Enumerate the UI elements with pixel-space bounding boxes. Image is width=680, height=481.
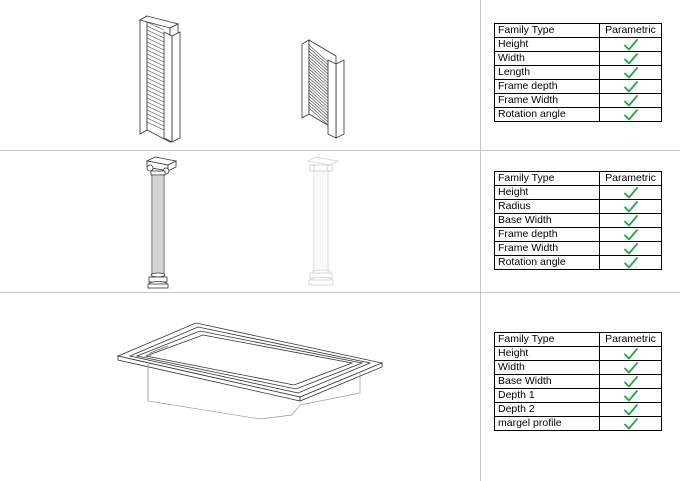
check-icon	[599, 213, 662, 228]
check-icon	[599, 185, 662, 200]
check-icon	[599, 107, 662, 122]
table-row: Frame Width	[494, 241, 662, 256]
check-icon	[599, 374, 662, 389]
param-name: Frame depth	[494, 79, 600, 94]
horizontal-divider-1	[0, 150, 680, 151]
table-row: Width	[494, 51, 662, 66]
check-icon	[599, 388, 662, 403]
check-icon	[599, 346, 662, 361]
table-row: Base Width	[494, 374, 662, 389]
param-name: Depth 2	[494, 402, 600, 417]
table-row: Radius	[494, 199, 662, 214]
check-icon	[599, 37, 662, 52]
check-icon	[599, 416, 662, 431]
table-row: Length	[494, 65, 662, 80]
table-row: Height	[494, 37, 662, 52]
ceiling-tray-illustration	[116, 322, 384, 420]
param-name: Height	[494, 185, 600, 200]
check-icon	[599, 402, 662, 417]
param-name: Rotation angle	[494, 107, 600, 122]
ceiling-parameters-table: Family Type Parametric Height Width Base…	[494, 332, 662, 431]
louver-table-body: Height Width Length Frame depth Frame Wi…	[494, 37, 662, 122]
header-family-type: Family Type	[494, 171, 600, 186]
param-name: Frame Width	[494, 93, 600, 108]
table-row: Rotation angle	[494, 107, 662, 122]
header-parametric: Parametric	[599, 23, 662, 38]
table-row: Width	[494, 360, 662, 375]
check-icon	[599, 360, 662, 375]
table-row: Frame depth	[494, 79, 662, 94]
header-parametric: Parametric	[599, 171, 662, 186]
column-table-body: Height Radius Base Width Frame depth Fra…	[494, 185, 662, 270]
param-name: Depth 1	[494, 388, 600, 403]
louver-parameters-table: Family Type Parametric Height Width Leng…	[494, 23, 662, 122]
param-name: margel profile	[494, 416, 600, 431]
param-name: Width	[494, 360, 600, 375]
check-icon	[599, 199, 662, 214]
header-family-type: Family Type	[494, 332, 600, 347]
louver-illustration	[138, 15, 345, 143]
table-row: Depth 2	[494, 402, 662, 417]
check-icon	[599, 93, 662, 108]
check-icon	[599, 255, 662, 270]
param-name: Width	[494, 51, 600, 66]
param-name: Height	[494, 37, 600, 52]
param-name: Base Width	[494, 213, 600, 228]
check-icon	[599, 227, 662, 242]
check-icon	[599, 65, 662, 80]
header-parametric: Parametric	[599, 332, 662, 347]
table-row: Height	[494, 185, 662, 200]
param-name: Height	[494, 346, 600, 361]
table-row: Height	[494, 346, 662, 361]
table-row: margel profile	[494, 416, 662, 431]
param-name: Rotation angle	[494, 255, 600, 270]
horizontal-divider-2	[0, 292, 680, 293]
param-name: Base Width	[494, 374, 600, 389]
ceiling-table-body: Height Width Base Width Depth 1 Depth 2 …	[494, 346, 662, 431]
table-row: Frame depth	[494, 227, 662, 242]
column-illustration	[145, 156, 340, 289]
table-row: Depth 1	[494, 388, 662, 403]
table-row: Base Width	[494, 213, 662, 228]
check-icon	[599, 79, 662, 94]
header-family-type: Family Type	[494, 23, 600, 38]
check-icon	[599, 241, 662, 256]
param-name: Frame depth	[494, 227, 600, 242]
table-row: Rotation angle	[494, 255, 662, 270]
check-icon	[599, 51, 662, 66]
vertical-divider	[480, 0, 481, 481]
column-parameters-table: Family Type Parametric Height Radius Bas…	[494, 171, 662, 270]
param-name: Radius	[494, 199, 600, 214]
table-row: Frame Width	[494, 93, 662, 108]
param-name: Length	[494, 65, 600, 80]
param-name: Frame Width	[494, 241, 600, 256]
